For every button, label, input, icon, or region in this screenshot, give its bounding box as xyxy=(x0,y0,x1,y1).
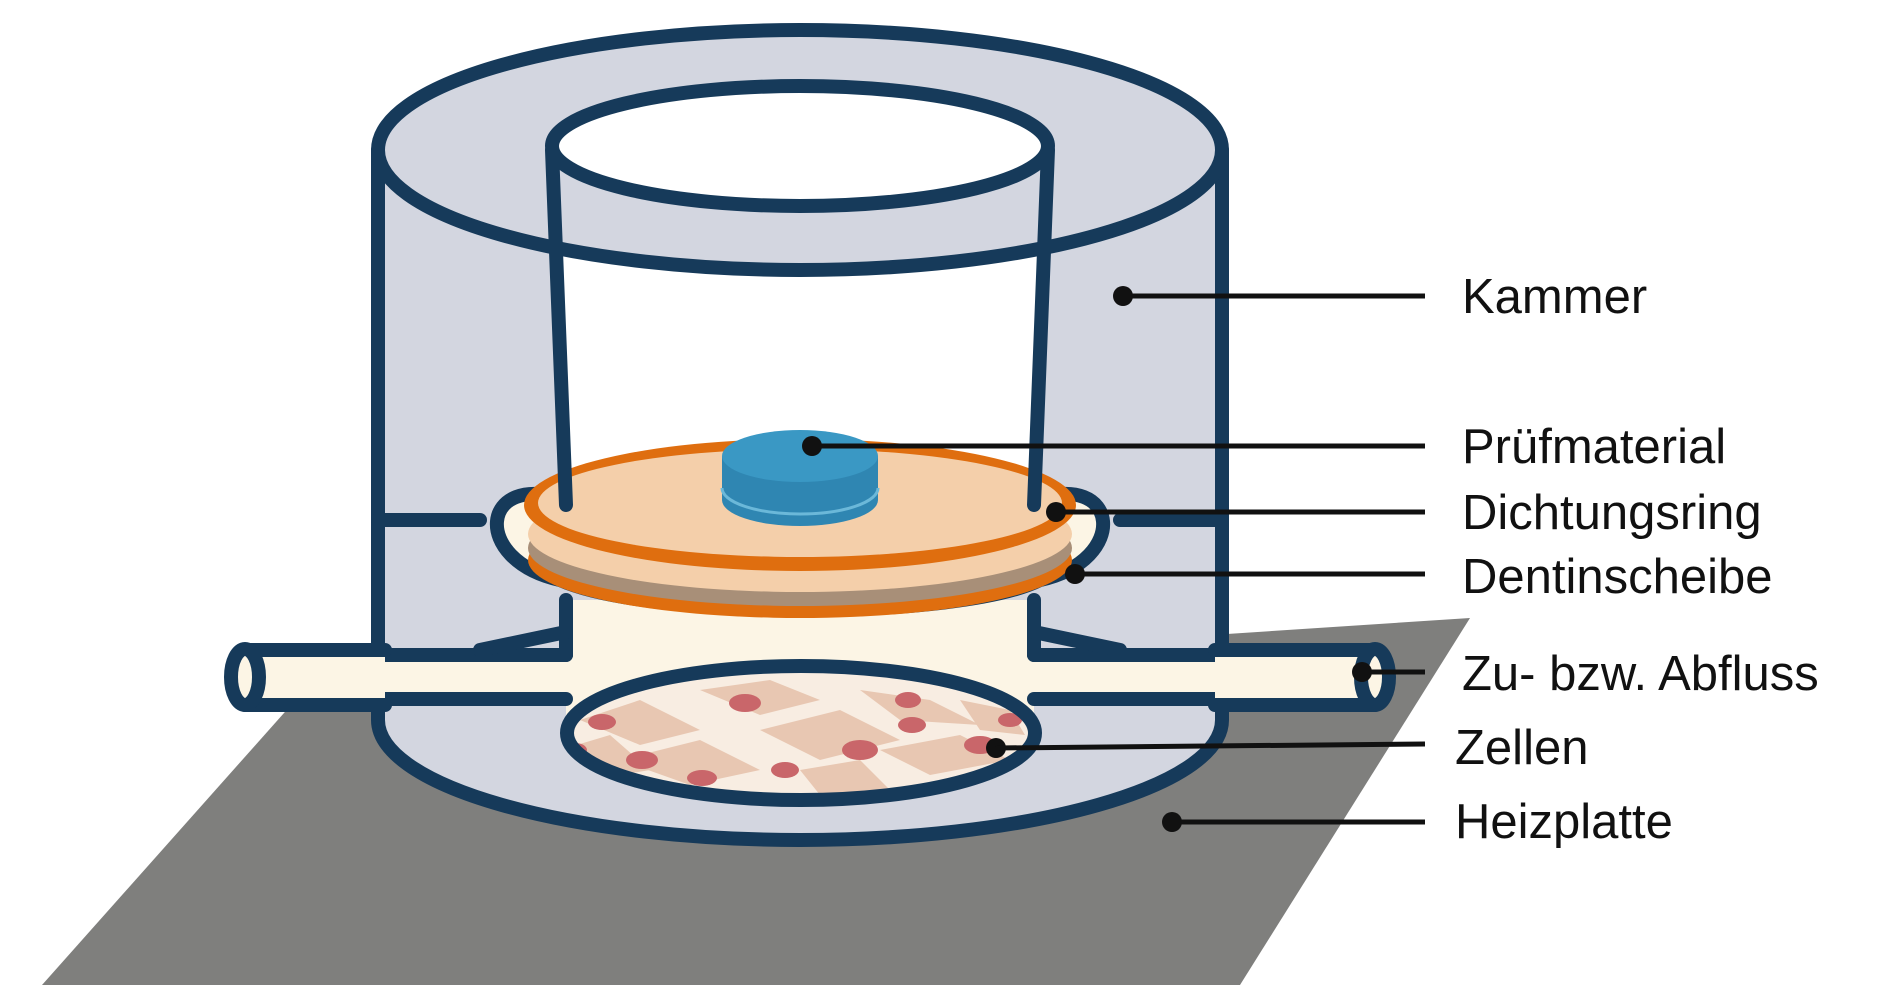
cells xyxy=(567,666,1035,800)
label-dichtungsring: Dichtungsring xyxy=(1462,486,1762,540)
disc-assembly xyxy=(489,430,1111,618)
label-kammer: Kammer xyxy=(1462,270,1647,324)
label-dentinscheibe: Dentinscheibe xyxy=(1462,550,1773,604)
labels: Kammer Prüfmaterial Dichtungsring Dentin… xyxy=(1455,270,1819,849)
label-heizplatte: Heizplatte xyxy=(1455,795,1673,849)
label-zellen: Zellen xyxy=(1455,721,1588,775)
leader-lines xyxy=(802,286,1426,832)
chamber-outlines xyxy=(371,23,1229,847)
label-pruefmaterial: Prüfmaterial xyxy=(1462,420,1726,474)
inner-cylinder-opening xyxy=(552,86,1048,206)
label-zufluss-abfluss: Zu- bzw. Abfluss xyxy=(1462,647,1819,701)
test-material xyxy=(720,430,880,526)
